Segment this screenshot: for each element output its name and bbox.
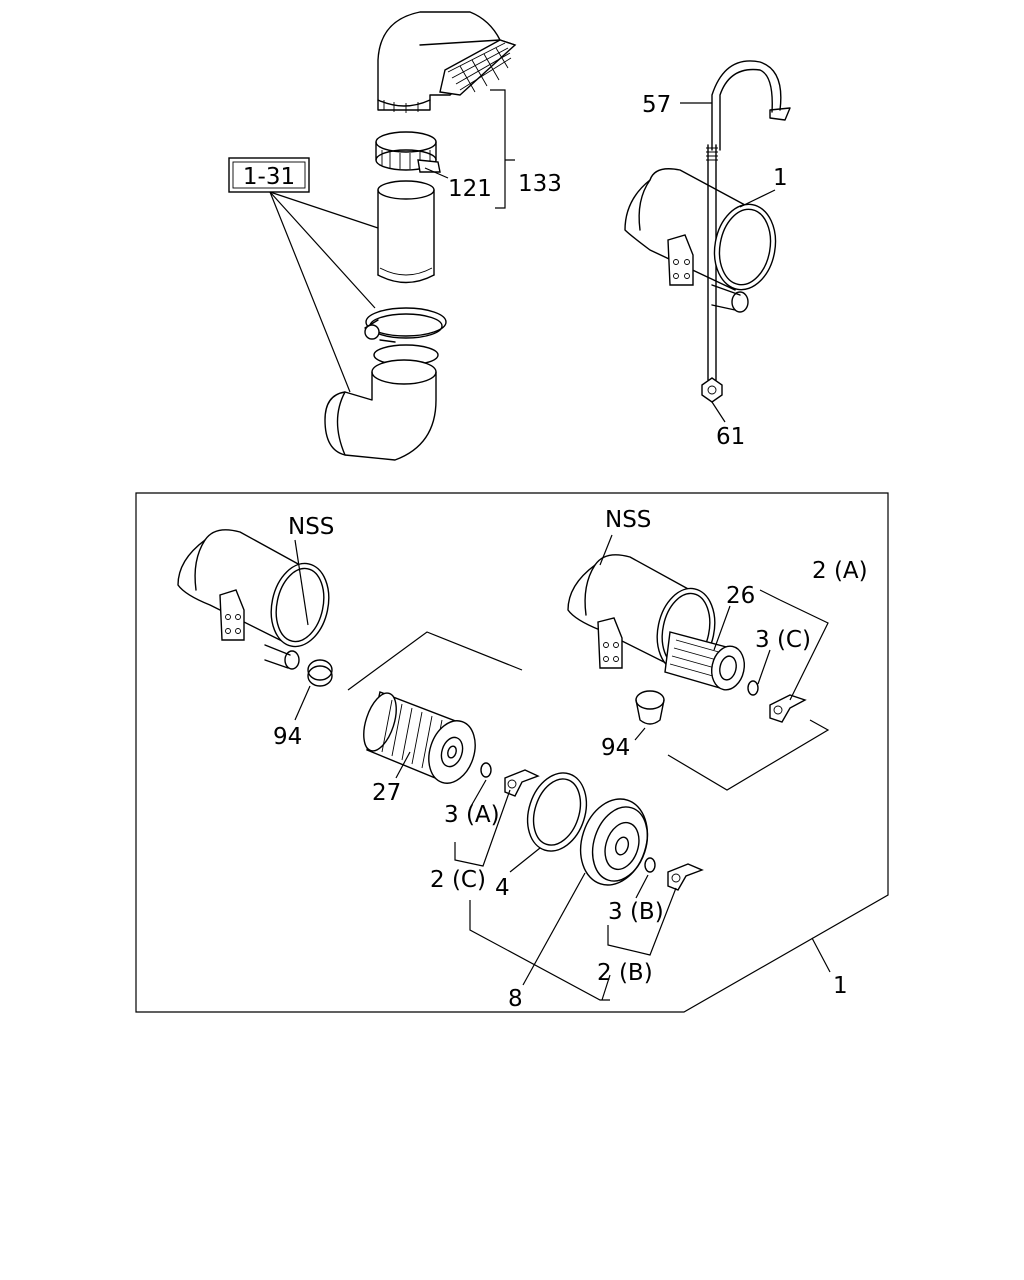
label-3a: 3 (A)	[444, 802, 500, 828]
label-57: 57	[642, 92, 671, 118]
label-2b: 2 (B)	[597, 960, 653, 986]
exploded-view-frame	[135, 492, 889, 1013]
label-8: 8	[508, 986, 523, 1012]
housing-right-nss	[567, 534, 830, 791]
label-94-right: 94	[601, 735, 630, 761]
filter-element-assembly	[347, 631, 831, 1001]
air-cleaner-housing-top	[624, 60, 791, 423]
label-1-bottom: 1	[833, 973, 848, 999]
label-61: 61	[716, 424, 745, 450]
label-nss-left: NSS	[288, 514, 334, 540]
label-121: 121	[448, 176, 492, 202]
label-2a: 2 (A)	[812, 558, 868, 584]
label-3b: 3 (B)	[608, 899, 664, 925]
label-133: 133	[518, 171, 562, 197]
intake-elbow-assembly: 1-31	[228, 11, 517, 461]
label-2c: 2 (C)	[430, 867, 486, 893]
label-94-left: 94	[273, 724, 302, 750]
ref-box-1-31	[228, 157, 310, 193]
housing-left-nss	[177, 529, 333, 721]
label-26: 26	[726, 583, 755, 609]
label-27: 27	[372, 780, 401, 806]
ref-box-label: 1-31	[243, 164, 295, 190]
label-1-top: 1	[773, 165, 788, 191]
label-4: 4	[495, 875, 510, 901]
label-nss-right: NSS	[605, 507, 651, 533]
label-3c: 3 (C)	[755, 627, 811, 653]
